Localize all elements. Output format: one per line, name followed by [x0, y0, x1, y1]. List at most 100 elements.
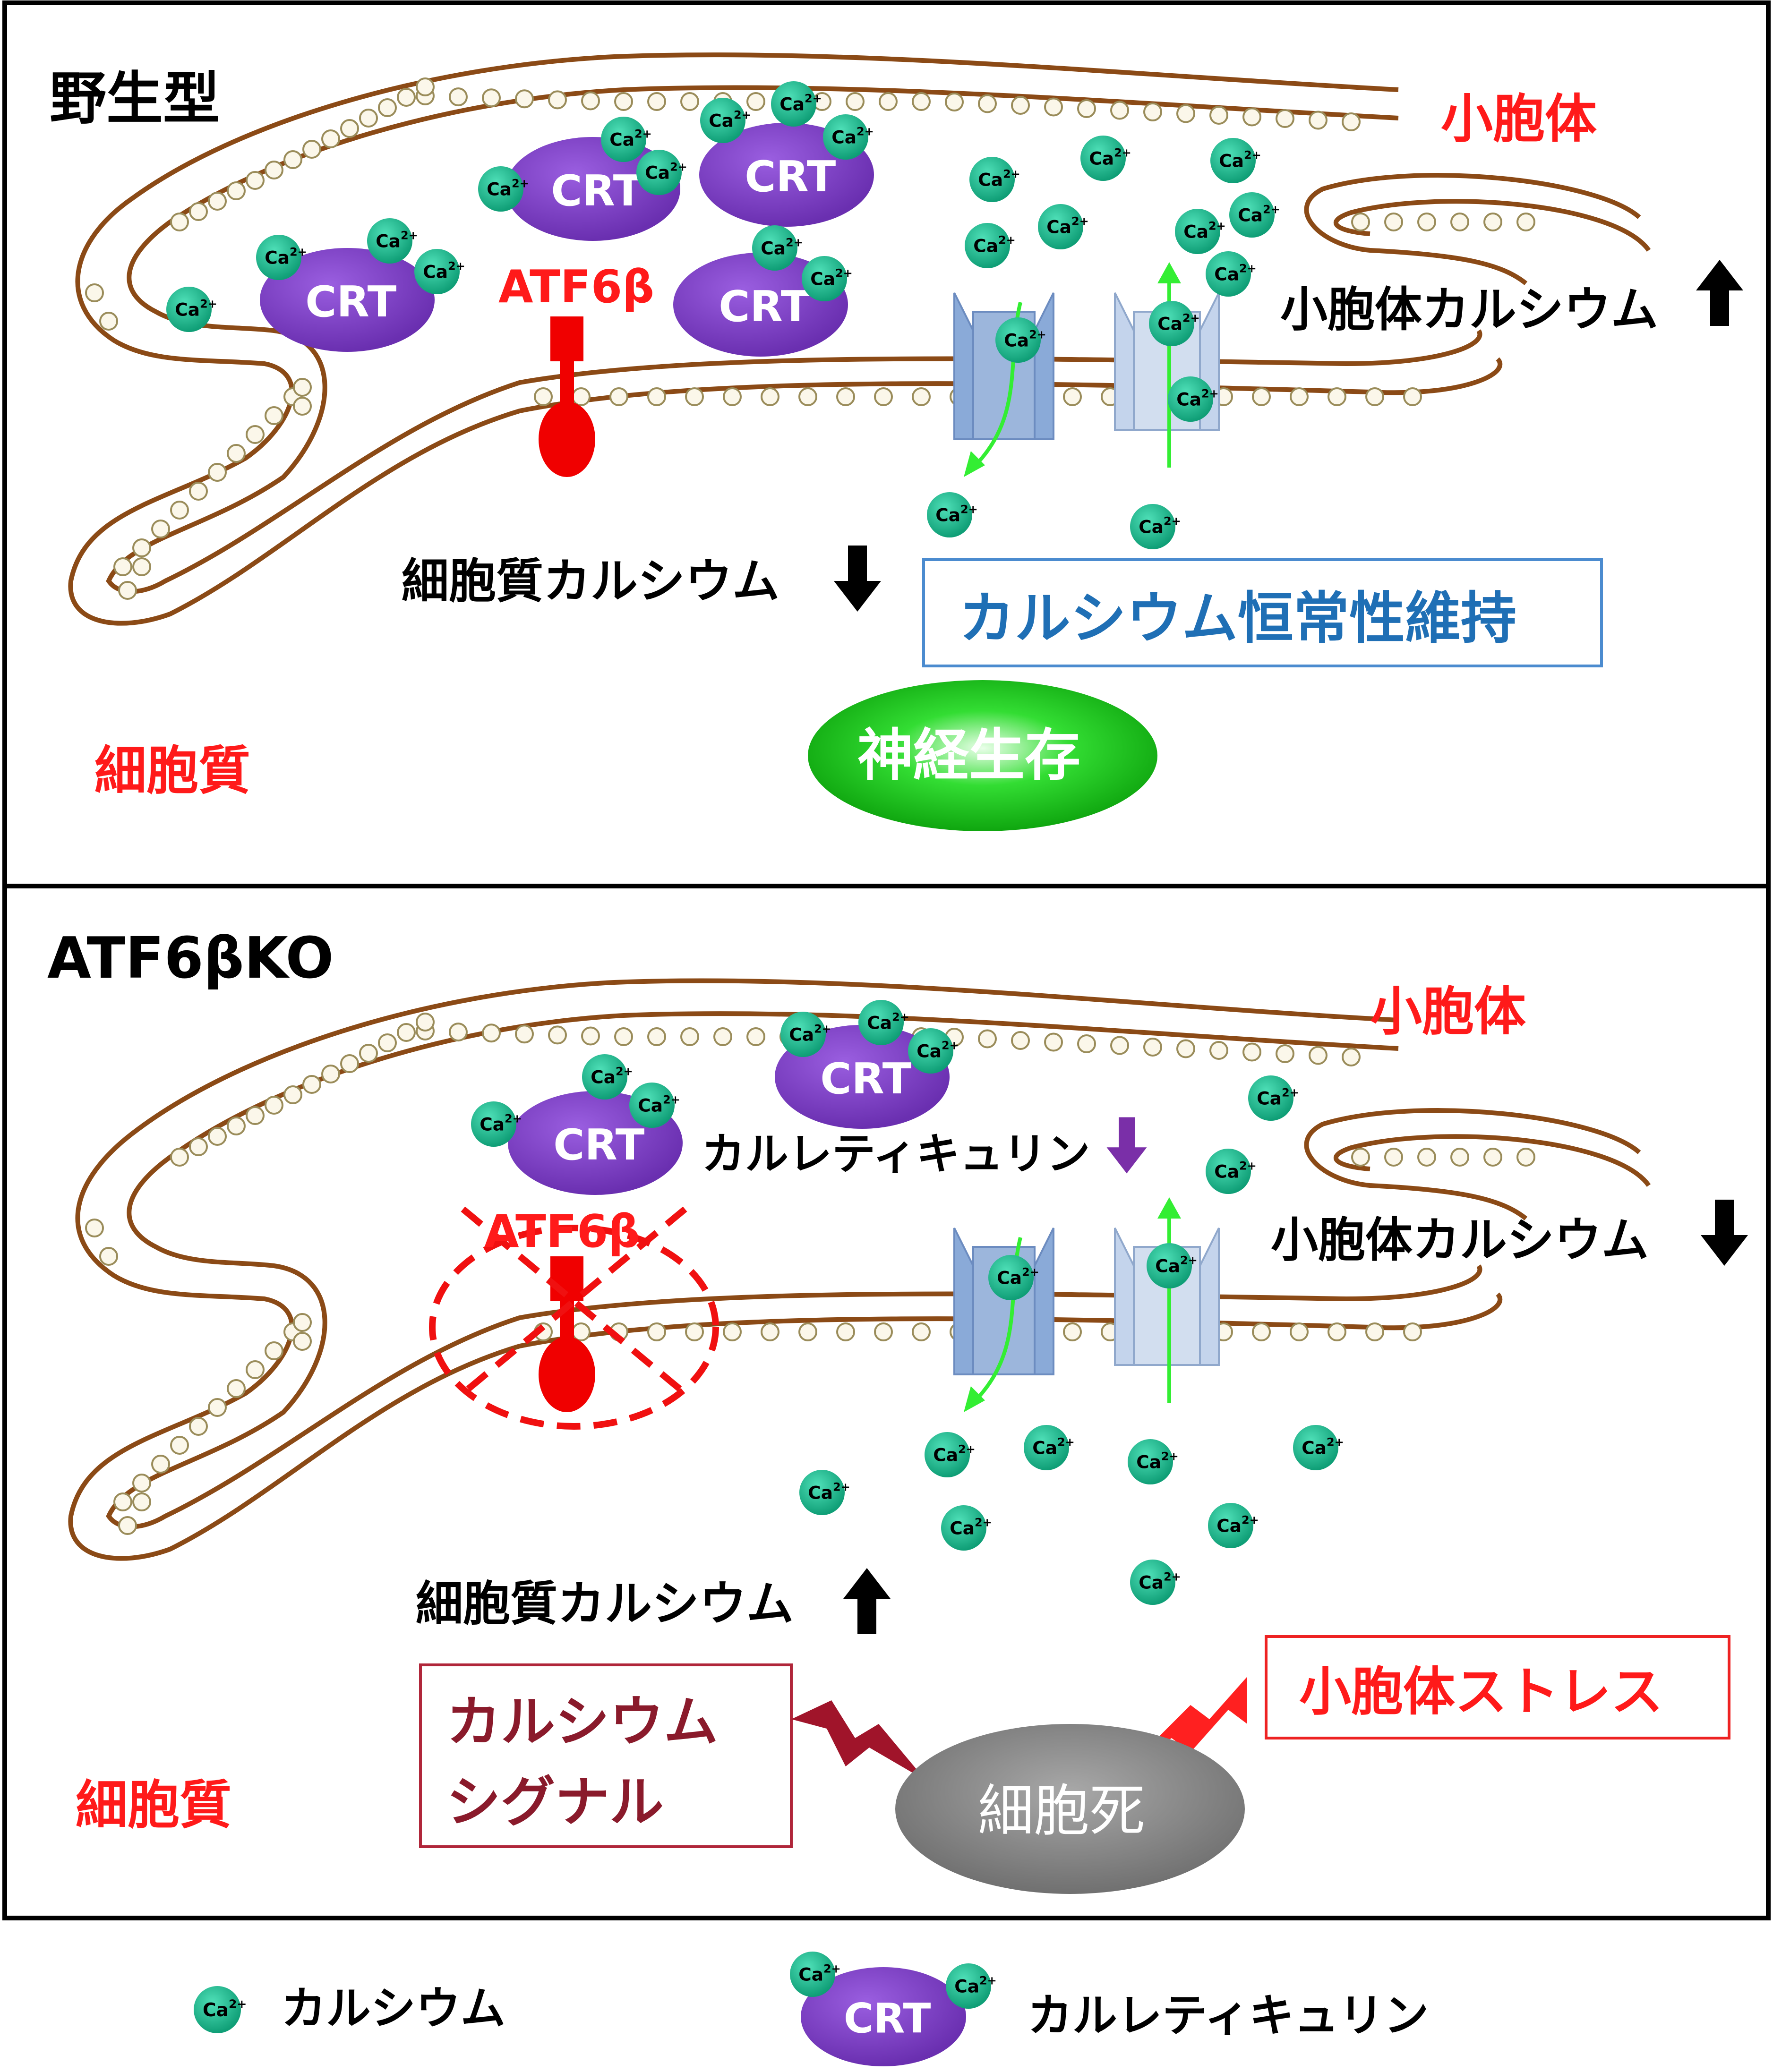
calcium-ion: Ca2+ [946, 1963, 997, 2009]
calcium-signal-line2: シグナル [446, 1771, 664, 1834]
er-lumen-vesicle [1242, 1042, 1261, 1062]
calcium-ion-label: Ca2+ [376, 229, 418, 252]
er-lumen-vesicle [118, 581, 137, 600]
calcium-ion: Ca2+ [802, 256, 853, 301]
ko-calreticulin-down-arrow [1106, 1117, 1147, 1174]
calcium-ion-label: Ca2+ [1157, 312, 1200, 334]
atf6b-head [550, 316, 583, 361]
er-lumen-vesicle [246, 1106, 265, 1125]
calcium-ion-label: Ca2+ [933, 1443, 976, 1466]
er-lumen-vesicle [609, 387, 628, 406]
er-lumen-vesicle [581, 91, 600, 111]
er-lumen-vesicle [874, 387, 893, 406]
er-lumen-vesicle [1309, 1046, 1328, 1065]
er-lumen-vesicle [1063, 387, 1082, 406]
ko-er-membrane [68, 978, 1651, 1561]
er-lumen-vesicle [378, 1033, 397, 1052]
er-lumen-vesicle [1351, 1148, 1370, 1167]
er-lumen-vesicle [647, 387, 666, 406]
calcium-ion: Ca2+ [1130, 1560, 1181, 1605]
calcium-ion-label: Ca2+ [1089, 146, 1131, 169]
ko-panel-title: ATF6βKO [47, 926, 334, 991]
er-lumen-vesicle [1384, 1148, 1403, 1167]
calcium-ion-label: Ca2+ [591, 1065, 633, 1088]
calcium-ion: Ca2+ [941, 1505, 992, 1551]
er-lumen-vesicle [265, 1096, 283, 1115]
calcium-ion: Ca2+ [1175, 209, 1226, 254]
calcium-ion-label: Ca2+ [978, 168, 1020, 190]
calcium-ion: Ca2+ [1206, 251, 1257, 297]
er-lumen-vesicle [246, 1360, 265, 1379]
calcium-ion-label: Ca2+ [997, 1266, 1039, 1288]
calcium-ion: Ca2+ [471, 1101, 522, 1147]
er-lumen-vesicle [746, 92, 765, 111]
er-lumen-vesicle [189, 202, 208, 221]
er-lumen-vesicle [945, 93, 964, 111]
calcium-ion-label: Ca2+ [789, 1023, 831, 1045]
er-lumen-vesicle [1450, 1148, 1469, 1167]
er-lumen-vesicle [293, 378, 312, 397]
er-lumen-vesicle [836, 387, 855, 406]
er-lumen-vesicle [1351, 213, 1370, 231]
calcium-ion-label: Ca2+ [761, 236, 803, 259]
calcium-ion: Ca2+ [995, 317, 1046, 363]
legend-calcium-label: カルシウム [281, 1983, 505, 2035]
er-lumen-vesicle [151, 1455, 170, 1474]
er-lumen-vesicle [548, 1025, 567, 1045]
calcium-ion-label: Ca2+ [779, 92, 822, 115]
er-lumen-vesicle [132, 1474, 151, 1492]
calcium-ion-label: Ca2+ [609, 128, 652, 150]
calcium-ion: Ca2+ [858, 1000, 909, 1045]
calcium-ion-label: Ca2+ [1216, 1514, 1259, 1536]
calcium-ion-label: Ca2+ [175, 298, 217, 320]
crt-label: CRT [820, 1054, 912, 1104]
calcium-ion-label: Ca2+ [935, 503, 978, 526]
crt-label: CRT [745, 152, 836, 202]
calcium-ion: Ca2+ [636, 150, 687, 195]
er-lumen-vesicle [482, 88, 501, 108]
er-lumen-vesicle [1384, 213, 1403, 231]
calcium-ion: Ca2+ [799, 1470, 850, 1515]
er-lumen-vesicle [581, 1026, 600, 1046]
er-lumen-vesicle [359, 1044, 378, 1063]
er-lumen-vesicle [397, 1023, 416, 1042]
ko-cyto-calcium-label: 細胞質カルシウム [416, 1576, 794, 1631]
er-lumen-vesicle [208, 463, 227, 482]
ko-channel-uptake [1114, 1197, 1220, 1403]
calcium-ion-label: Ca2+ [203, 1997, 247, 2021]
er-lumen-vesicle [614, 1027, 633, 1046]
er-lumen-vesicle [99, 1247, 118, 1266]
crt-label: CRT [844, 1995, 931, 2043]
knockout-panel [2, 884, 1771, 1920]
calcium-ion: Ca2+ [1248, 1075, 1299, 1121]
calreticulin: CRT [260, 248, 435, 352]
calcium-signal-lightning-icon [791, 1700, 926, 1781]
calcium-ion: Ca2+ [478, 166, 529, 212]
er-lumen-vesicle [1077, 1034, 1096, 1053]
calcium-ion-label: Ca2+ [1214, 262, 1257, 285]
er-lumen-vesicle [378, 98, 397, 117]
er-stress-label: 小胞体ストレス [1299, 1662, 1663, 1722]
calcium-ion: Ca2+ [965, 223, 1016, 268]
er-lumen-vesicle [1276, 109, 1294, 128]
wt-atf6b: ATF6β [498, 261, 654, 477]
wt-channel-uptake [1114, 262, 1220, 468]
calcium-ion: Ca2+ [629, 1083, 680, 1128]
calcium-ion-label: Ca2+ [808, 1481, 850, 1503]
er-lumen-vesicle [189, 482, 208, 501]
calcium-ion: Ca2+ [1024, 1425, 1075, 1470]
er-lumen-vesicle [1516, 1148, 1535, 1167]
calcium-ion-label: Ca2+ [810, 267, 853, 290]
er-lumen-vesicle [1110, 1036, 1129, 1055]
er-lumen-vesicle [449, 87, 468, 107]
er-lumen-vesicle [912, 387, 931, 406]
calcium-ion-label: Ca2+ [709, 109, 751, 131]
wt-cyto-calcium-label: 細胞質カルシウム [402, 554, 779, 609]
er-lumen-vesicle [713, 1027, 732, 1046]
er-lumen-vesicle [1403, 387, 1422, 406]
er-stress-box [1265, 1635, 1730, 1739]
er-lumen-vesicle [647, 92, 666, 111]
calcium-ion: Ca2+ [414, 249, 465, 294]
calcium-ion: Ca2+ [1149, 301, 1200, 346]
er-lumen-vesicle [1063, 1322, 1082, 1341]
